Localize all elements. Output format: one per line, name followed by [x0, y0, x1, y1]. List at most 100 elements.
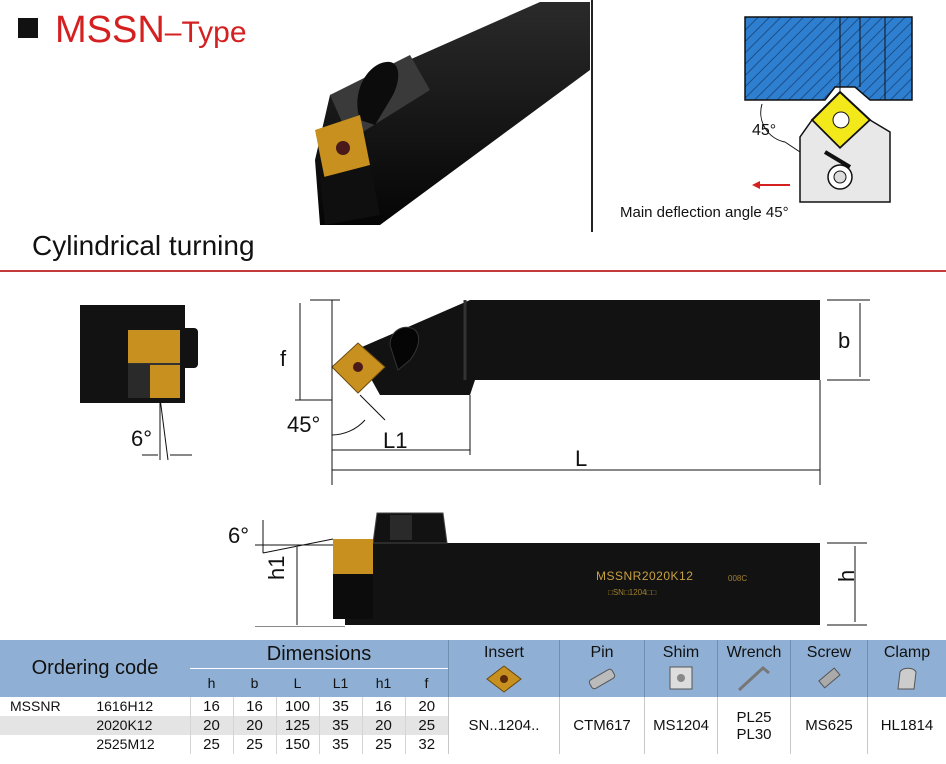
side-view-insert [333, 539, 373, 574]
insert-icon [486, 664, 522, 693]
h-cell: 20 [189, 716, 233, 735]
page-title: MSSN–Type [55, 9, 247, 51]
col-L1-header: L1 [319, 668, 362, 697]
feed-arrow-head [752, 181, 760, 189]
workpiece [744, 16, 913, 101]
tool-holder-photo [315, 2, 590, 225]
dim-45-label: 45° [287, 412, 321, 437]
dim-b-label: b [838, 328, 851, 353]
ordering-code-header: Ordering code [0, 640, 190, 697]
L1-cell: 35 [318, 716, 362, 735]
dim-L-label: L [575, 446, 588, 471]
top-separator [591, 0, 593, 232]
series-cell-empty [0, 716, 96, 735]
end-view-clamp [180, 328, 198, 368]
wrench-header: Wrench [717, 640, 791, 697]
col-h1-header: h1 [362, 668, 405, 697]
pin-header: Pin [559, 640, 645, 697]
h-cell: 25 [189, 735, 233, 754]
end-view-angle-line [159, 397, 169, 461]
b-cell: 16 [232, 697, 276, 716]
col-f-header: f [405, 668, 449, 697]
shim-icon [669, 666, 693, 689]
side-view-body [345, 543, 820, 625]
clamp-icon [897, 667, 917, 689]
insert-hole [336, 141, 350, 155]
top-view-drawing [295, 299, 870, 485]
dim-h1-label: h1 [264, 555, 289, 580]
side-view-shim [333, 574, 373, 619]
insert-diagram-hole [832, 111, 850, 129]
wrench-value-1: PL25 [736, 708, 772, 726]
body-marking: MSSNR2020K12 [596, 569, 694, 583]
deflection-caption: Main deflection angle 45° [620, 204, 789, 221]
dim-f-label: f [280, 346, 287, 371]
shim-photo [320, 165, 380, 225]
h1-cell: 25 [361, 735, 405, 754]
top-view-body [355, 300, 820, 395]
top-view-lever [389, 326, 420, 371]
L1-cell: 35 [318, 735, 362, 754]
f-cell: 20 [404, 697, 449, 716]
code-cell: 1616H12 [96, 698, 154, 714]
top-angle-arc [331, 419, 366, 436]
dim-L1-label: L1 [383, 428, 408, 453]
f-cell: 32 [404, 735, 449, 754]
subtitle: Cylindrical turning [32, 230, 255, 261]
holder-diagram [799, 118, 891, 203]
body-marking-small: □SN□1204□□ [608, 588, 657, 597]
side-angle-line [262, 538, 334, 554]
screw-header: Screw [790, 640, 868, 697]
insert-value: SN..1204.. [448, 697, 560, 754]
dimensions-header: Dimensions [190, 640, 449, 669]
col-h-header: h [190, 668, 233, 697]
f-cell: 25 [404, 716, 449, 735]
holder-shank [315, 2, 590, 225]
ordering-table: Ordering code Dimensions Insert Pin Shim… [0, 640, 946, 754]
side-view-clamp-inner [390, 515, 412, 540]
code-cell: 2020K12 [96, 717, 153, 733]
shim-value: MS1204 [644, 697, 718, 754]
body-marking-code: 008C [728, 574, 748, 583]
side-view-drawing [255, 512, 867, 627]
side-6-label: 6° [228, 523, 250, 548]
L-cell: 100 [275, 697, 319, 716]
table-row: MSSNR 1616H12 16 16 100 35 16 20 SN..120… [0, 697, 946, 754]
L1-cell: 35 [318, 697, 362, 716]
screw-icon [818, 666, 841, 689]
h1-cell: 20 [361, 716, 405, 735]
L-cell: 150 [275, 735, 319, 754]
wrench-icon [737, 665, 770, 691]
clamp-value: HL1814 [867, 697, 946, 754]
clamp-lever [357, 61, 399, 125]
screw-value: MS625 [790, 697, 868, 754]
holder-screw-inner [833, 170, 847, 184]
col-L-header: L [276, 668, 319, 697]
clamp-arm [823, 150, 852, 169]
series-cell-empty [0, 735, 96, 754]
wrench-value: PL25 PL30 [717, 697, 791, 754]
top-view-insert-hole [353, 362, 363, 372]
deflection-diagram [744, 16, 913, 203]
angle-top-label: 45° [752, 122, 777, 139]
title-bullet [18, 18, 38, 38]
end-view-drawing [80, 305, 198, 461]
angle-line [784, 141, 801, 153]
angle-arc [760, 103, 786, 143]
col-b-header: b [233, 668, 276, 697]
clamp-header: Clamp [867, 640, 946, 697]
h1-cell: 16 [361, 697, 405, 716]
side-angle-label: 6° [131, 426, 153, 451]
insert-header: Insert [448, 640, 560, 697]
code-cell: 2525M12 [96, 736, 155, 752]
pin-value: CTM617 [559, 697, 645, 754]
end-view-shim [128, 364, 150, 398]
b-cell: 25 [232, 735, 276, 754]
section-divider [0, 270, 946, 272]
L-cell: 125 [275, 716, 319, 735]
pin-icon [588, 668, 616, 689]
b-cell: 20 [232, 716, 276, 735]
shim-header: Shim [644, 640, 718, 697]
h-cell: 16 [189, 697, 233, 716]
table-row: 2525M12 25 25 150 35 25 32 [0, 735, 946, 754]
